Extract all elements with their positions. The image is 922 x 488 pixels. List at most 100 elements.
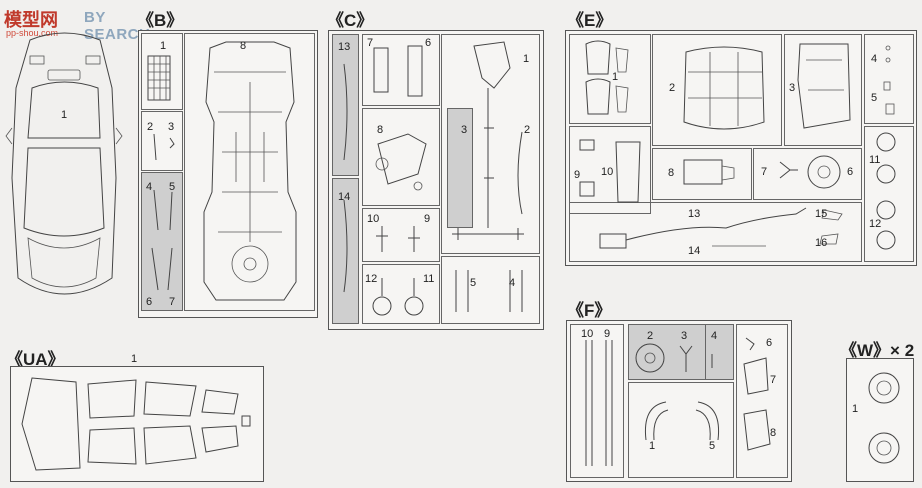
label-e-5: 5 <box>871 92 878 104</box>
label-f-2: 2 <box>647 330 654 342</box>
e-cell-4-5 <box>864 34 914 124</box>
label-c-13: 13 <box>338 41 351 53</box>
e-exhaust-drawing <box>599 207 843 249</box>
b-parts-drawing <box>151 133 175 291</box>
label-f-4: 4 <box>711 330 718 342</box>
f-cell-10-9 <box>570 324 624 478</box>
label-b-4: 4 <box>146 181 153 193</box>
f-cell-4 <box>705 324 734 380</box>
frame-w <box>846 358 914 482</box>
e-knobs-drawing <box>883 45 895 115</box>
label-c-4: 4 <box>509 277 516 289</box>
watermark-logo: 模型网 <box>4 10 58 30</box>
e-seats-drawing <box>585 40 629 115</box>
label-e-3: 3 <box>789 82 796 94</box>
label-b-2: 2 <box>147 121 154 133</box>
c-cell-10-9 <box>362 208 440 262</box>
label-b-1: 1 <box>160 40 167 52</box>
label-e-7: 7 <box>761 166 768 178</box>
frame-ua <box>10 366 264 482</box>
label-c-1: 1 <box>523 53 530 65</box>
e-cell-2 <box>652 34 782 146</box>
c-parts-10-9-drawing <box>376 226 420 252</box>
label-f-6: 6 <box>766 337 773 349</box>
f-mirrors-drawing <box>743 337 771 451</box>
label-e-12: 12 <box>869 218 882 230</box>
car-body-drawing <box>5 32 123 295</box>
watermark-text: BY SEARCH <box>84 9 151 43</box>
c-cell-3-gray <box>447 108 473 228</box>
label-c-3: 3 <box>461 124 468 136</box>
c-cell-7-6 <box>362 34 440 106</box>
label-b-7: 7 <box>169 296 176 308</box>
label-e-9: 9 <box>574 169 581 181</box>
label-c-14: 14 <box>338 191 351 203</box>
c-part-8-drawing <box>375 133 427 191</box>
c-cell-14 <box>332 178 359 324</box>
label-f-8: 8 <box>770 427 777 439</box>
label-e-8: 8 <box>668 167 675 179</box>
e-part-8-drawing <box>683 159 735 185</box>
e-cell-8 <box>652 148 752 200</box>
label-f-5: 5 <box>709 440 716 452</box>
label-b-8: 8 <box>240 40 247 52</box>
c-cell-1-3-2 <box>441 34 540 254</box>
b-cell-8 <box>184 33 315 311</box>
label-c-8: 8 <box>377 124 384 136</box>
label-c-6: 6 <box>425 37 432 49</box>
frame-c <box>328 30 544 330</box>
c-rods-drawing <box>343 63 348 293</box>
c-driveshaft-drawing <box>452 41 524 240</box>
c-parts-7-6-drawing <box>373 45 423 97</box>
b-cell-2-3 <box>141 111 183 171</box>
c-parts-12-11-drawing <box>372 278 424 316</box>
label-f-7: 7 <box>770 374 777 386</box>
c-cell-5-4 <box>441 256 540 324</box>
label-e-6: 6 <box>847 166 854 178</box>
f-cell-1-5 <box>628 382 734 478</box>
label-body-1: 1 <box>61 109 68 121</box>
b-grille-drawing <box>147 55 171 101</box>
label-e-1: 1 <box>612 71 619 83</box>
ua-windows-drawing <box>21 377 251 471</box>
f-wheel-drawing <box>635 343 713 373</box>
b-chassis-drawing <box>203 41 297 301</box>
e-dashboard-drawing <box>797 43 851 129</box>
c-cell-13 <box>332 34 359 176</box>
label-c-10: 10 <box>367 213 380 225</box>
label-f-9: 9 <box>604 328 611 340</box>
label-b-3: 3 <box>168 121 175 133</box>
label-f-10: 10 <box>581 328 594 340</box>
label-e-16: 16 <box>815 237 828 249</box>
label-e-13: 13 <box>688 208 701 220</box>
label-c-2: 2 <box>524 124 531 136</box>
label-e-10: 10 <box>601 166 614 178</box>
header-c: 《C》 <box>327 11 374 30</box>
c-parts-5-4-drawing <box>455 270 523 312</box>
f-cell-2-3 <box>628 324 734 380</box>
label-e-14: 14 <box>688 245 701 257</box>
label-c-9: 9 <box>424 213 431 225</box>
label-c-11: 11 <box>423 273 435 285</box>
e-rear-seat-drawing <box>683 46 765 130</box>
e-cell-7-6 <box>753 148 862 200</box>
label-ua-1: 1 <box>131 353 138 365</box>
w-wheels-drawing <box>868 372 900 464</box>
c-cell-12-11 <box>362 264 440 324</box>
e-cell-13-16 <box>569 202 862 262</box>
label-e-2: 2 <box>669 82 676 94</box>
f-rails-drawing <box>585 340 613 466</box>
label-c-7: 7 <box>367 37 374 49</box>
header-ua: 《UA》 <box>6 350 65 369</box>
e-cell-9-10 <box>569 126 651 214</box>
header-f: 《F》 <box>567 301 612 320</box>
e-panels-drawing <box>579 139 641 203</box>
e-steering-drawing <box>779 155 841 189</box>
b-cell-1 <box>141 33 183 110</box>
e-cell-3 <box>784 34 862 146</box>
label-b-6: 6 <box>146 296 153 308</box>
label-e-4: 4 <box>871 53 878 65</box>
label-c-12: 12 <box>365 273 378 285</box>
label-f-3: 3 <box>681 330 688 342</box>
header-e: 《E》 <box>567 11 613 30</box>
